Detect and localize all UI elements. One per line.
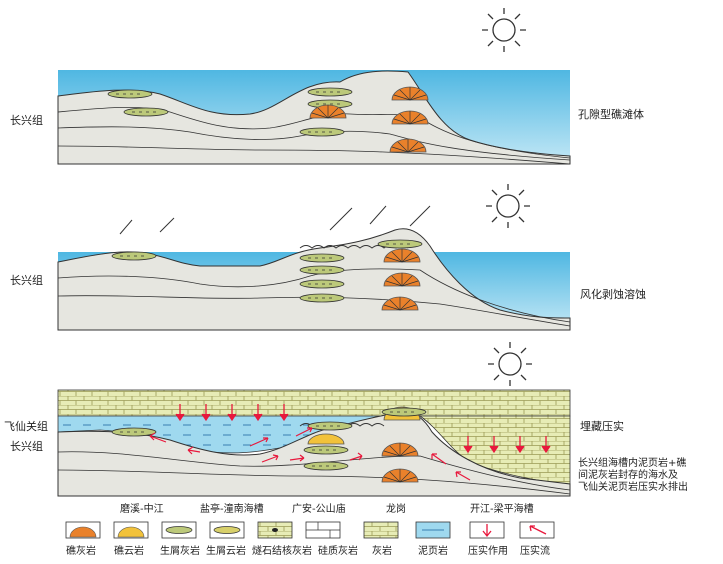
panel-2-left-label: 长兴组 xyxy=(10,273,43,287)
panel-1: 长兴组 孔隙型礁滩体 xyxy=(10,7,644,165)
location-longgang: 龙岗 xyxy=(386,502,406,515)
bioclastic-limestone-icon xyxy=(161,521,197,539)
legend-label: 泥页岩 xyxy=(418,544,448,557)
sun-icon xyxy=(487,341,533,387)
panel-3-right-label: 埋藏压实 xyxy=(580,419,624,433)
panel-3-left-label-top: 飞仙关组 xyxy=(4,419,48,433)
panel-3-note-line-2: 间泥灰岩封存的海水及 xyxy=(578,468,678,481)
feixianguan-cover xyxy=(57,389,571,417)
panel-2-right-label: 风化剥蚀溶蚀 xyxy=(580,287,646,301)
legend-label: 生屑云岩 xyxy=(206,544,246,557)
limestone-icon xyxy=(363,521,399,539)
legend-label: 燧石结核灰岩 xyxy=(252,544,312,557)
location-guangan: 广安-公山庙 xyxy=(292,502,346,515)
sun-icon xyxy=(481,7,527,53)
panel-3: 飞仙关组 长兴组 埋藏压实 长兴组海槽内泥页岩+礁 间泥灰岩封存的海水及 飞仙关… xyxy=(4,341,688,497)
panel-1-right-label: 孔隙型礁滩体 xyxy=(578,107,644,121)
sun-icon xyxy=(485,183,531,229)
reef-dolomite-icon xyxy=(113,521,149,539)
panel-1-left-label: 长兴组 xyxy=(10,113,43,127)
legend-label: 硅质灰岩 xyxy=(318,544,358,557)
compaction-flow-arrow-icon xyxy=(519,521,555,539)
panel-3-left-label: 长兴组 xyxy=(10,439,43,453)
legend-label: 礁灰岩 xyxy=(66,544,96,557)
mudshale-icon xyxy=(415,521,451,539)
location-yanting: 盐亭-潼南海槽 xyxy=(200,502,264,515)
panel-2: 长兴组 风化剥蚀溶蚀 xyxy=(10,183,646,331)
location-kaijiang: 开江-梁平海槽 xyxy=(470,502,534,515)
bioclastic-dolomite-icon xyxy=(209,521,245,539)
legend-label: 礁云岩 xyxy=(114,544,144,557)
panel-3-note-line-1: 长兴组海槽内泥页岩+礁 xyxy=(578,456,686,469)
legend-label: 压实作用 xyxy=(468,544,508,557)
panel-3-note-line-3: 飞仙关泥页岩压实水排出 xyxy=(578,480,688,493)
legend-label: 压实流 xyxy=(520,544,550,557)
compaction-arrow-icon xyxy=(469,521,505,539)
siliceous-limestone-icon xyxy=(305,521,341,539)
legend-label: 生屑灰岩 xyxy=(160,544,200,557)
location-moxi: 磨溪-中江 xyxy=(120,502,164,515)
legend-label: 灰岩 xyxy=(372,544,392,557)
chert-nodule-limestone-icon xyxy=(257,521,293,539)
legend: 礁灰岩 礁云岩 生屑灰岩 生屑云岩 燧石结核灰岩 硅质灰岩 灰岩 泥页岩 压实作… xyxy=(65,521,555,557)
reef-limestone-icon xyxy=(65,521,101,539)
location-labels: 磨溪-中江 盐亭-潼南海槽 广安-公山庙 龙岗 开江-梁平海槽 xyxy=(120,502,534,515)
